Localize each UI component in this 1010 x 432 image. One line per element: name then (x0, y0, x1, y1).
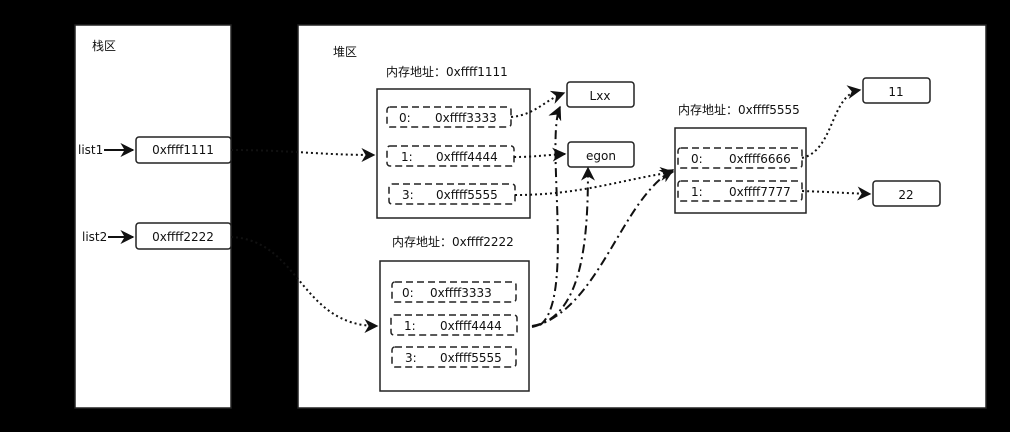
ref-obj2-to-obj3 (531, 169, 675, 328)
obj1-slot-0-index: 0: (399, 111, 411, 125)
obj1-slot-2-value: 0xffff5555 (436, 188, 498, 202)
ref-obj1-slot2-to-obj3 (514, 166, 675, 196)
obj3-slot-0-index: 0: (691, 152, 703, 166)
obj1-slot-0-value: 0xffff3333 (435, 111, 497, 125)
obj2-slot-2-index: 3: (405, 351, 417, 365)
list2-value-text: 0xffff2222 (152, 230, 214, 244)
value-22-text: 22 (898, 188, 913, 202)
ref-list1-to-obj1 (230, 147, 376, 162)
value-egon-text: egon (586, 149, 616, 163)
ref-obj1-slot1-to-egon (513, 147, 567, 162)
obj2-slot-2[interactable] (391, 346, 517, 368)
ref-list2-to-obj2 (230, 236, 379, 333)
obj1-slot-2[interactable] (388, 183, 516, 205)
value-11-text: 11 (888, 85, 903, 99)
ref-obj2-to-lxx (539, 105, 562, 326)
ref-obj2-to-egon (531, 166, 595, 327)
obj2-slot-0[interactable] (391, 281, 517, 303)
value-box-egon[interactable] (567, 141, 635, 168)
stack-region-label: 栈区 (92, 38, 116, 53)
value-lxx-text: Lxx (590, 89, 611, 103)
obj2-slot-1[interactable] (390, 314, 518, 336)
obj1-slot-2-index: 3: (402, 188, 414, 202)
obj2-address-label: 内存地址：0xffff2222 (392, 235, 514, 249)
value-box-11[interactable] (862, 77, 931, 104)
obj3-slot-1-index: 1: (691, 185, 703, 199)
ref-obj3-slot1-to-22 (801, 186, 872, 201)
obj1-slot-1-value: 0xffff4444 (436, 150, 498, 164)
obj3-slot-1-value: 0xffff7777 (729, 185, 791, 199)
obj3-address-label: 内存地址：0xffff5555 (678, 103, 800, 117)
value-box-lxx[interactable] (566, 81, 635, 108)
obj2-slot-0-value: 0xffff3333 (430, 286, 492, 300)
list1-variable-name: list1 (78, 143, 103, 157)
obj2-slot-2-value: 0xffff5555 (440, 351, 502, 365)
value-box-22[interactable] (872, 180, 941, 207)
ref-obj1-slot0-to-lxx (510, 90, 566, 118)
obj1-slot-0[interactable] (386, 106, 512, 128)
list2-value-box[interactable] (135, 222, 232, 250)
obj2-slot-1-index: 1: (404, 319, 416, 333)
obj2-slot-0-index: 0: (402, 286, 414, 300)
obj3-slot-0[interactable] (677, 147, 803, 169)
obj3-slot-1[interactable] (677, 180, 803, 202)
ref-obj3-slot0-to-11 (801, 85, 862, 159)
list2-variable-name: list2 (82, 230, 107, 244)
heap-region-label: 堆区 (333, 45, 357, 59)
obj1-slot-1-index: 1: (401, 150, 413, 164)
obj2-slot-1-value: 0xffff4444 (440, 319, 502, 333)
list1-value-text: 0xffff1111 (152, 143, 214, 157)
obj1-address-label: 内存地址：0xffff1111 (386, 65, 508, 79)
obj3-slot-0-value: 0xffff6666 (729, 152, 791, 166)
stack-region (74, 24, 232, 409)
